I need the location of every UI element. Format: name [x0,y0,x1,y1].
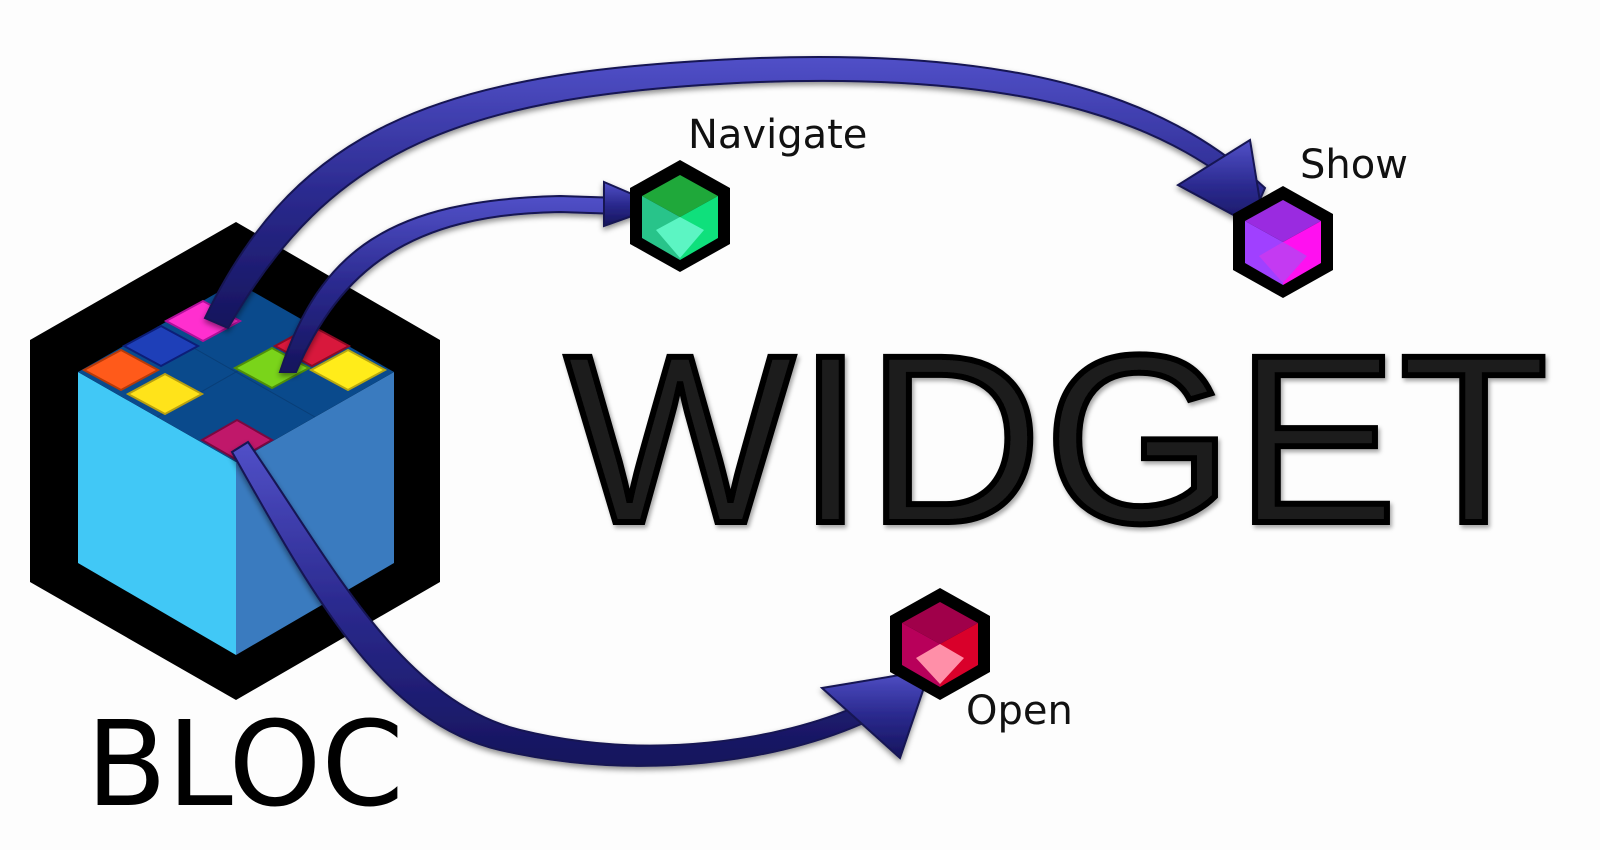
arrow-to-show [203,55,1267,330]
bloc-cube-icon [30,222,440,700]
node-navigate-label: Navigate [688,112,867,158]
tile-yellow-2 [308,348,388,392]
node-open-label: Open [966,688,1073,734]
node-show-label: Show [1300,142,1408,188]
tile-yellow [125,372,205,416]
widget-title: WIDGET [565,305,1550,573]
bloc-label: BLOC [86,695,404,833]
node-navigate-icon [630,160,730,272]
arrow-head-open [819,668,932,760]
tile-blue [121,324,201,368]
node-show-icon [1233,186,1333,298]
tile-orange [81,348,161,392]
node-open-icon [890,588,990,700]
